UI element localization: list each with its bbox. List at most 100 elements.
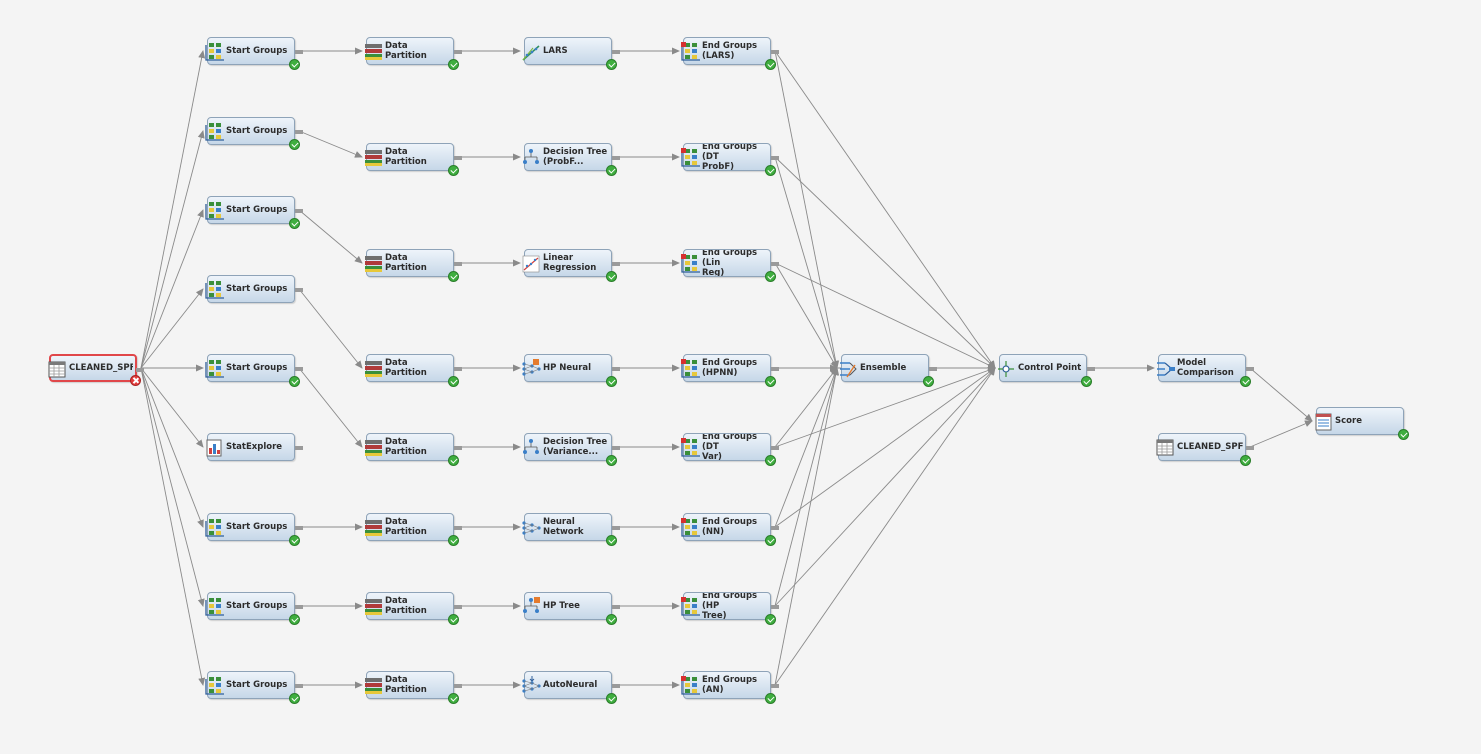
output-port[interactable] [612,526,620,530]
output-port[interactable] [612,446,620,450]
node-eg7[interactable]: End Groups (HP Tree) [681,592,779,625]
output-port[interactable] [454,262,462,266]
connection-src-se[interactable] [140,367,204,448]
node-ens[interactable]: Ensemble [840,354,937,387]
node-sg1[interactable]: Start Groups [205,37,303,70]
connection-src2-sc[interactable] [1249,420,1313,448]
connection-src-sg7[interactable] [140,367,204,528]
node-sg5[interactable]: Start Groups [205,354,303,387]
node-m5[interactable]: Decision Tree (Variance... [523,433,620,466]
node-eg1[interactable]: End Groups (LARS) [681,37,779,70]
node-dp4[interactable]: Data Partition [365,354,462,387]
node-m3[interactable]: Linear Regression [522,249,620,282]
output-port[interactable] [771,262,779,266]
connection-src-sg2[interactable] [140,130,205,369]
node-eg6[interactable]: End Groups (NN) [681,513,779,546]
node-m6[interactable]: Neural Network [522,513,620,546]
connection-eg5-cp[interactable] [774,367,996,448]
output-port[interactable] [771,156,779,160]
node-dp5[interactable]: Data Partition [365,433,462,466]
node-m8[interactable]: AutoNeural [522,671,620,704]
connection-sg2-dp2[interactable] [298,130,363,158]
node-sg8[interactable]: Start Groups [205,592,303,625]
node-sg9[interactable]: Start Groups [205,671,303,704]
connection-eg2-cp[interactable] [774,156,996,369]
connection-eg7-cp[interactable] [774,367,996,607]
output-port[interactable] [612,605,620,609]
output-port[interactable] [454,684,462,688]
connection-sg3-dp3[interactable] [298,209,363,264]
node-se[interactable]: StatExplore [206,433,303,461]
output-port[interactable] [454,50,462,54]
connection-eg6-ens[interactable] [774,367,838,528]
node-src[interactable]: CLEANED_SPF [48,354,144,386]
output-port[interactable] [295,130,303,134]
output-port[interactable] [612,156,620,160]
output-port[interactable] [295,684,303,688]
output-port[interactable] [454,367,462,371]
output-port[interactable] [771,526,779,530]
connection-eg6-cp[interactable] [774,367,996,528]
node-sg3[interactable]: Start Groups [205,196,303,229]
node-dp7[interactable]: Data Partition [365,592,462,625]
output-port[interactable] [295,446,303,450]
output-port[interactable] [295,288,303,292]
node-cp[interactable]: Control Point [998,354,1095,387]
output-port[interactable] [771,605,779,609]
node-dp1[interactable]: Data Partition [365,37,462,70]
output-port[interactable] [771,50,779,54]
output-port[interactable] [612,262,620,266]
connection-eg1-ens[interactable] [774,50,840,369]
output-port[interactable] [295,526,303,530]
node-eg2[interactable]: End Groups (DT ProbF) [681,143,779,176]
output-port[interactable] [454,156,462,160]
node-m7[interactable]: HP Tree [523,592,620,625]
node-dp8[interactable]: Data Partition [365,671,462,704]
output-port[interactable] [1246,446,1254,450]
output-port[interactable] [612,50,620,54]
node-sc[interactable]: Score [1315,407,1409,440]
connection-src-sg3[interactable] [140,209,204,369]
node-m4[interactable]: HP Neural [522,354,620,387]
output-port[interactable] [136,368,144,372]
node-m2[interactable]: Decision Tree (ProbF... [523,143,620,176]
node-sg7[interactable]: Start Groups [205,513,303,546]
output-port[interactable] [612,684,620,688]
node-eg3[interactable]: End Groups (Lin Reg) [681,249,779,282]
output-port[interactable] [454,446,462,450]
output-port[interactable] [295,605,303,609]
output-port[interactable] [929,367,937,371]
connection-eg8-cp[interactable] [774,367,996,686]
connection-eg8-ens[interactable] [774,367,840,686]
node-eg5[interactable]: End Groups (DT Var) [681,433,779,466]
connection-src-sg4[interactable] [140,288,204,369]
connection-mc-sc[interactable] [1249,367,1313,422]
node-dp2[interactable]: Data Partition [365,143,462,176]
node-eg8[interactable]: End Groups (AN) [681,671,779,704]
output-port[interactable] [295,50,303,54]
connection-sg4-dp4[interactable] [298,288,363,369]
output-port[interactable] [454,526,462,530]
output-port[interactable] [295,209,303,213]
node-mc[interactable]: Model Comparison [1157,354,1254,387]
output-port[interactable] [1246,367,1254,371]
node-sg2[interactable]: Start Groups [205,117,303,150]
output-port[interactable] [454,605,462,609]
node-dp3[interactable]: Data Partition [365,249,462,282]
connection-src-sg1[interactable] [140,50,206,369]
connection-src-sg8[interactable] [140,367,205,607]
node-eg4[interactable]: End Groups (HPNN) [681,354,779,387]
connection-eg5-ens[interactable] [774,367,838,448]
output-port[interactable] [295,367,303,371]
connection-eg3-ens[interactable] [774,262,838,369]
connection-eg7-ens[interactable] [774,367,839,607]
output-port[interactable] [771,367,779,371]
node-m1[interactable]: LARS [522,37,620,70]
output-port[interactable] [771,446,779,450]
connection-eg3-cp[interactable] [774,262,996,369]
connection-sg5-dp5[interactable] [298,367,363,448]
connection-eg1-cp[interactable] [774,50,996,369]
output-port[interactable] [612,367,620,371]
output-port[interactable] [1087,367,1095,371]
connection-eg2-ens[interactable] [774,156,839,369]
